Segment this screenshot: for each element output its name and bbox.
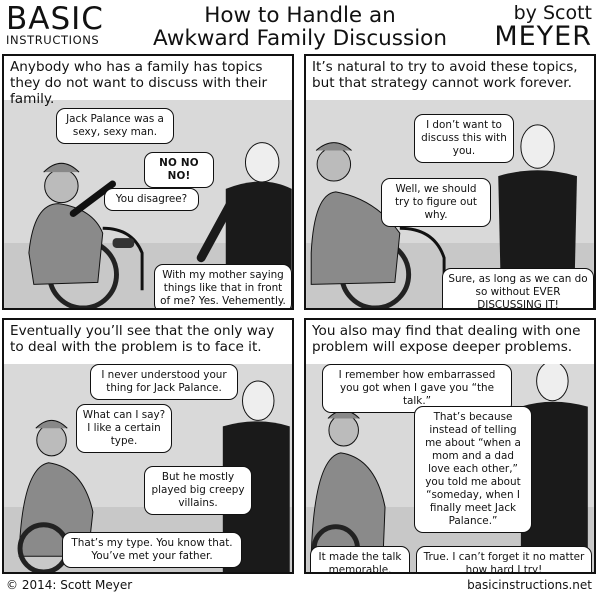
copyright-notice: © 2014: Scott Meyer [6,578,133,592]
site-url: basicinstructions.net [467,578,592,592]
speech-bubble: I never understood your thing for Jack P… [90,364,238,400]
speech-bubble: That’s my type. You know that. You’ve me… [62,532,242,568]
panel-2-caption: It’s natural to try to avoid these topic… [306,56,594,100]
basic-instructions-logo: BASIC INSTRUCTIONS [6,1,104,47]
speech-bubble: With my mother saying things like that i… [154,264,292,308]
speech-bubble: NO NO NO! [144,152,214,188]
comic-title-line-1: How to Handle an [204,3,396,28]
comic-title-line-2: Awkward Family Discussion [153,26,447,51]
speech-bubble: Jack Palance was a sexy, sexy man. [56,108,174,144]
author-credit: by Scott MEYER [494,2,592,52]
speech-bubble: Sure, as long as we can do so without EV… [442,268,594,308]
speech-bubble: But he mostly played big creepy villains… [144,466,252,515]
logo-word-instructions: INSTRUCTIONS [6,33,100,47]
author-name: MEYER [494,21,592,52]
panel-3-caption: Eventually you’ll see that the only way … [4,320,292,364]
speech-bubble: That’s because instead of telling me abo… [414,406,532,533]
speech-bubble: What can I say? I like a certain type. [76,404,172,453]
comic-header: BASIC INSTRUCTIONS How to Handle an Awkw… [0,0,600,52]
speech-bubble: True. I can’t forget it no matter how ha… [416,546,592,572]
comic-panel-1: Anybody who has a family has topics they… [2,54,294,310]
speech-bubble: It made the talk memorable. [310,546,410,572]
panel-1-caption: Anybody who has a family has topics they… [4,56,292,107]
speech-bubble: I remember how embarrassed you got when … [322,364,512,413]
logo-word-basic: BASIC [6,1,104,37]
comic-panel-3: Eventually you’ll see that the only way … [2,318,294,574]
author-by: by Scott [513,2,592,24]
speech-bubble: You disagree? [104,188,199,211]
comic-title: How to Handle an Awkward Family Discussi… [130,4,470,50]
speech-bubble: Well, we should try to figure out why. [381,178,491,227]
panel-4-caption: You also may find that dealing with one … [306,320,594,364]
speech-bubble: I don’t want to discuss this with you. [414,114,514,163]
comic-panel-4: You also may find that dealing with one … [304,318,596,574]
comic-panel-2: It’s natural to try to avoid these topic… [304,54,596,310]
